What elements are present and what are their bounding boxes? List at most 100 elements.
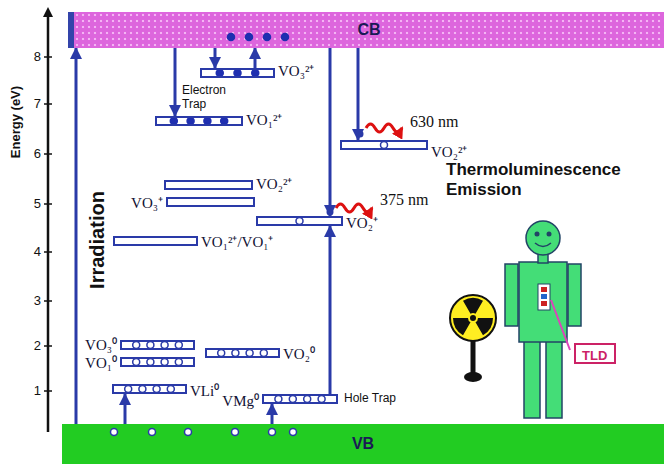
carrier-dot [185,429,192,436]
energy-level: VO₂⁰ [205,348,280,358]
radiation-symbol [450,295,496,382]
edge-label: Irradiation [86,191,108,289]
level-label: VO₂⁰ [283,346,315,363]
trap-label: Electron Trap [182,83,238,112]
carrier-dot [232,350,239,356]
dosimeter-label: TLD [582,348,607,363]
dosimeter-box: TLD [574,343,616,364]
level-label: VO₁²⁺ [246,112,282,129]
carrier-dot [234,70,241,76]
level-label: VLi⁰ [190,383,219,400]
carrier-dot [381,142,388,148]
carrier-dot [153,386,160,392]
transition-arrow [254,48,257,68]
carrier-dot [252,70,259,76]
carrier-dot [170,118,177,124]
transition-arrow [214,48,217,68]
energy-level: VO₃⁺ [166,197,255,207]
level-label: VO₃²⁺ [278,63,314,80]
trap-dots [202,70,273,76]
level-label: VO₃⁺ [131,195,163,212]
trap-dots [207,350,278,356]
transition-arrow [357,48,360,140]
trap-dots [122,359,193,365]
level-label: VO₁²⁺/VO₁⁺ [201,234,273,251]
energy-level: VO₂²⁺ [340,140,428,150]
carrier-dot [149,429,156,436]
transition-arrow [271,404,274,424]
carrier-dot [167,386,174,392]
transition-arrow [174,48,177,116]
level-label: VO₁⁰ [85,355,117,372]
band-label: CB [357,21,380,39]
carrier-dot [133,359,140,365]
axis-number: 4 [28,244,41,260]
carrier-dot [296,218,303,224]
level-label: VO₂⁺ [346,215,378,232]
axis-number: 1 [28,383,41,399]
trap-dots [122,342,193,348]
level-label: VO₂²⁺ [256,176,292,193]
level-label: VO₃⁰ [85,337,117,354]
carrier-dot [139,386,146,392]
carrier-dot [232,429,239,436]
carrier-dot [289,396,296,402]
carrier-dot [221,118,228,124]
trap-dots [157,118,241,124]
carrier-dot [260,350,267,356]
energy-level: VLi⁰ [112,384,187,394]
carrier-dot [264,34,271,41]
trap-dots [264,396,336,402]
axis-number: 7 [28,96,41,112]
energy-level: VO₁²⁺/VO₁⁺ [113,236,198,246]
axis-number: 2 [28,338,41,354]
carrier-dot [161,342,168,348]
carrier-dot [216,70,223,76]
carrier-dot [147,359,154,365]
carrier-dot [275,396,282,402]
level-label: VMg⁰ [222,393,259,410]
energy-level: VO₂²⁺ [164,180,253,190]
wavelength-label: 375 nm [380,190,428,209]
carrier-dot [147,342,154,348]
carrier-dot [246,350,253,356]
axis-number: 6 [28,146,41,162]
energy-level: VO₃²⁺ [200,68,275,78]
carrier-dot [269,429,276,436]
transition-arrow [329,48,332,216]
energy-level: VMg⁰ [262,394,338,404]
transition-arrow [329,226,332,394]
carrier-dot [133,342,140,348]
carrier-dot [290,429,297,436]
transition-arrow [75,48,78,424]
trap-dots [342,142,426,148]
carrier-dot [175,359,182,365]
trap-dots [258,218,341,224]
axis-number: 8 [28,49,41,65]
axis-title: Energy (eV) [8,86,24,158]
carrier-dot [228,34,235,41]
carrier-dot [204,118,211,124]
level-label: VO₂²⁺ [431,144,467,161]
energy-level: VO₃⁰ [120,340,195,350]
carrier-dot [318,396,325,402]
transition-arrow [124,394,127,424]
wavelength-label: 630 nm [410,112,458,131]
energy-level: VO₁²⁺ [155,116,243,126]
carrier-dot [218,350,225,356]
conduction-band: CB [68,12,664,48]
axis-number: 3 [28,293,41,309]
band-label: VB [352,435,374,453]
energy-axis [44,16,52,432]
carrier-dot [304,396,311,402]
energy-level: VO₁⁰ [120,357,195,367]
valence-band: VB [62,424,664,464]
trap-dots [114,386,185,392]
person-figure [505,221,581,418]
carrier-dot [125,386,132,392]
carrier-dot [246,34,253,41]
trap-label: Hole Trap [344,391,396,405]
carrier-dot [111,429,118,436]
emission-title: Thermoluminescence Emission [446,160,658,201]
